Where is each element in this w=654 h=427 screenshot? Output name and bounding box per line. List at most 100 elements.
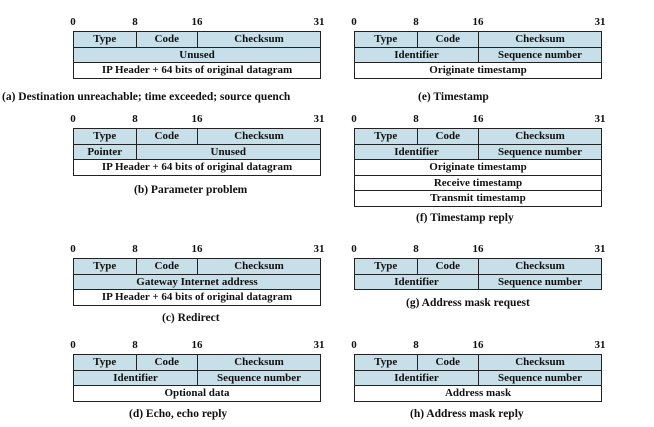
field-code: Code — [416, 32, 478, 47]
bit-tick-16: 16 — [191, 16, 203, 28]
field-checksum: Checksum — [197, 32, 320, 47]
bit-tick-0: 0 — [351, 339, 357, 351]
field-type: Type — [74, 129, 136, 144]
bit-tick-16: 16 — [472, 243, 484, 255]
field-identifier: Identifier — [74, 370, 197, 385]
field-sequence-number: Sequence number — [478, 274, 601, 289]
header-row: Address mask — [355, 385, 601, 401]
field-type: Type — [74, 259, 136, 274]
bit-tick-0: 0 — [351, 16, 357, 28]
bit-tick-8: 8 — [413, 339, 419, 351]
field-sequence-number: Sequence number — [197, 370, 320, 385]
bit-tick-16: 16 — [472, 113, 484, 125]
field-type: Type — [74, 355, 136, 370]
field-identifier: Identifier — [355, 274, 478, 289]
field-checksum: Checksum — [478, 259, 601, 274]
field-code: Code — [416, 129, 478, 144]
header-row: Transmit timestamp — [355, 190, 601, 206]
caption-a: (a) Destination unreachable; time exceed… — [2, 91, 291, 103]
header-row: Originate timestamp — [355, 62, 601, 78]
field-checksum: Checksum — [478, 355, 601, 370]
bit-tick-31: 31 — [594, 339, 606, 351]
header-row: Optional data — [74, 385, 320, 401]
field-address-mask: Address mask — [355, 386, 601, 401]
field-type: Type — [355, 32, 417, 47]
bit-tick-31: 31 — [313, 339, 325, 351]
bit-tick-8: 8 — [132, 113, 138, 125]
header-row: IP Header + 64 bits of original datagram — [74, 289, 320, 305]
caption-b: (b) Parameter problem — [134, 184, 248, 196]
field-unused: Unused — [74, 47, 320, 62]
field-identifier: Identifier — [355, 47, 478, 62]
field-optional-data: Optional data — [74, 386, 320, 401]
bit-tick-0: 0 — [70, 16, 76, 28]
bit-tick-31: 31 — [594, 243, 606, 255]
bit-tick-16: 16 — [472, 339, 484, 351]
field-ip-header-64-bits-of-original-datagram: IP Header + 64 bits of original datagram — [74, 160, 320, 175]
field-type: Type — [74, 32, 136, 47]
field-identifier: Identifier — [355, 144, 478, 159]
bit-tick-16: 16 — [191, 339, 203, 351]
field-type: Type — [355, 129, 417, 144]
header-row: Originate timestamp — [355, 159, 601, 175]
field-sequence-number: Sequence number — [478, 144, 601, 159]
field-sequence-number: Sequence number — [478, 47, 601, 62]
field-originate-timestamp: Originate timestamp — [355, 160, 601, 175]
field-checksum: Checksum — [197, 355, 320, 370]
caption-c: (c) Redirect — [162, 312, 220, 324]
bit-tick-16: 16 — [191, 243, 203, 255]
bit-tick-8: 8 — [132, 16, 138, 28]
bit-ruler-a: 0 8 16 31 — [70, 16, 324, 30]
bit-tick-31: 31 — [313, 16, 325, 28]
field-checksum: Checksum — [478, 129, 601, 144]
field-code: Code — [135, 129, 197, 144]
field-gateway-internet-address: Gateway Internet address — [74, 274, 320, 289]
caption-h: (h) Address mask reply — [410, 408, 524, 420]
bit-tick-8: 8 — [132, 243, 138, 255]
header-row: IP Header + 64 bits of original datagram — [74, 159, 320, 175]
field-code: Code — [416, 259, 478, 274]
bit-tick-8: 8 — [132, 339, 138, 351]
header-row: Receive timestamp — [355, 174, 601, 190]
header-row: IP Header + 64 bits of original datagram — [74, 62, 320, 78]
field-ip-header-64-bits-of-original-datagram: IP Header + 64 bits of original datagram — [74, 290, 320, 305]
field-transmit-timestamp: Transmit timestamp — [355, 191, 601, 206]
field-pointer: Pointer — [74, 144, 136, 159]
bit-tick-0: 0 — [70, 113, 76, 125]
bit-tick-0: 0 — [351, 113, 357, 125]
field-sequence-number: Sequence number — [478, 370, 601, 385]
bit-ruler-h: 0 8 16 31 — [351, 339, 605, 353]
bit-tick-16: 16 — [472, 16, 484, 28]
field-code: Code — [135, 355, 197, 370]
bit-tick-31: 31 — [594, 113, 606, 125]
field-type: Type — [355, 259, 417, 274]
bit-tick-8: 8 — [413, 243, 419, 255]
bit-tick-16: 16 — [191, 113, 203, 125]
caption-f: (f) Timestamp reply — [416, 212, 514, 224]
field-type: Type — [355, 355, 417, 370]
bit-tick-8: 8 — [413, 16, 419, 28]
